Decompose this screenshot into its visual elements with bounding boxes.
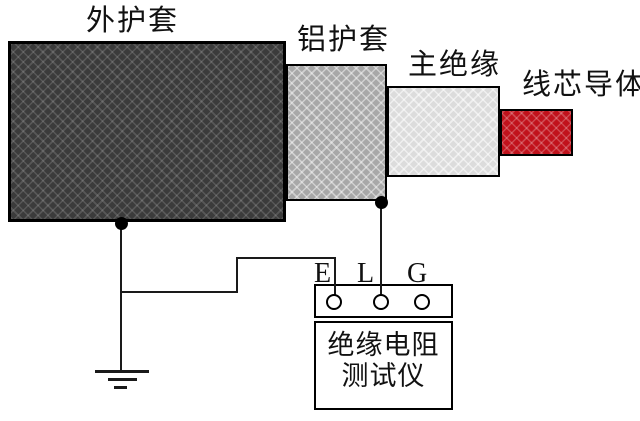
aluminum-sheath-label: 铝护套 <box>297 24 391 56</box>
tester-body <box>314 321 453 410</box>
main-insulation-block <box>387 86 500 177</box>
junction-dot-sheath <box>115 217 128 230</box>
outer-sheath-label: 外护套 <box>86 5 180 37</box>
terminal-label-g: G <box>407 258 428 289</box>
wire-l-drop <box>380 202 382 297</box>
core-conductor-block <box>500 109 573 156</box>
terminal-label-l: L <box>357 258 375 289</box>
terminal-g <box>414 294 430 310</box>
aluminum-sheath-block <box>286 64 387 201</box>
tester-name-line1: 绝缘电阻 <box>327 330 440 360</box>
core-conductor-label: 线芯导体 <box>522 69 640 101</box>
wire-to-e-horizontal <box>236 257 336 259</box>
tester-name-line2: 测试仪 <box>341 361 426 391</box>
wire-ground-vertical <box>120 223 122 372</box>
ground-bar-medium <box>108 378 137 381</box>
ground-bar-long <box>95 370 149 373</box>
ground-bar-short <box>114 386 127 389</box>
wire-branch-riser <box>236 257 238 293</box>
tester-name: 绝缘电阻 测试仪 <box>314 330 453 392</box>
wire-branch-horizontal <box>120 291 238 293</box>
main-insulation-label: 主绝缘 <box>408 49 502 81</box>
wire-e-drop <box>334 257 336 297</box>
outer-sheath-block <box>8 41 286 222</box>
terminal-l <box>373 294 389 310</box>
terminal-label-e: E <box>314 258 332 289</box>
terminal-e <box>326 294 342 310</box>
junction-dot-aluminum <box>375 196 388 209</box>
